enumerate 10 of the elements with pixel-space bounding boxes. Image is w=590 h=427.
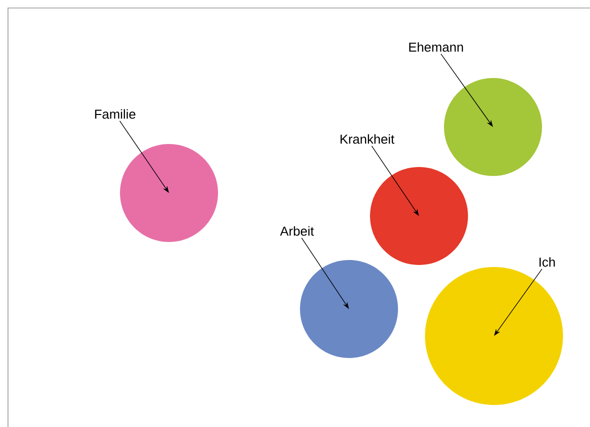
circle: [425, 267, 563, 405]
label-text: Arbeit: [280, 226, 314, 236]
circle: [300, 260, 398, 358]
label-text: Krankheit: [340, 134, 394, 144]
circle: [444, 78, 542, 176]
circle: [120, 144, 218, 242]
circle: [370, 167, 468, 265]
label-text: Ich: [540, 257, 555, 267]
label-text: Familie: [95, 109, 136, 119]
label-text: Ehemann: [409, 42, 463, 52]
